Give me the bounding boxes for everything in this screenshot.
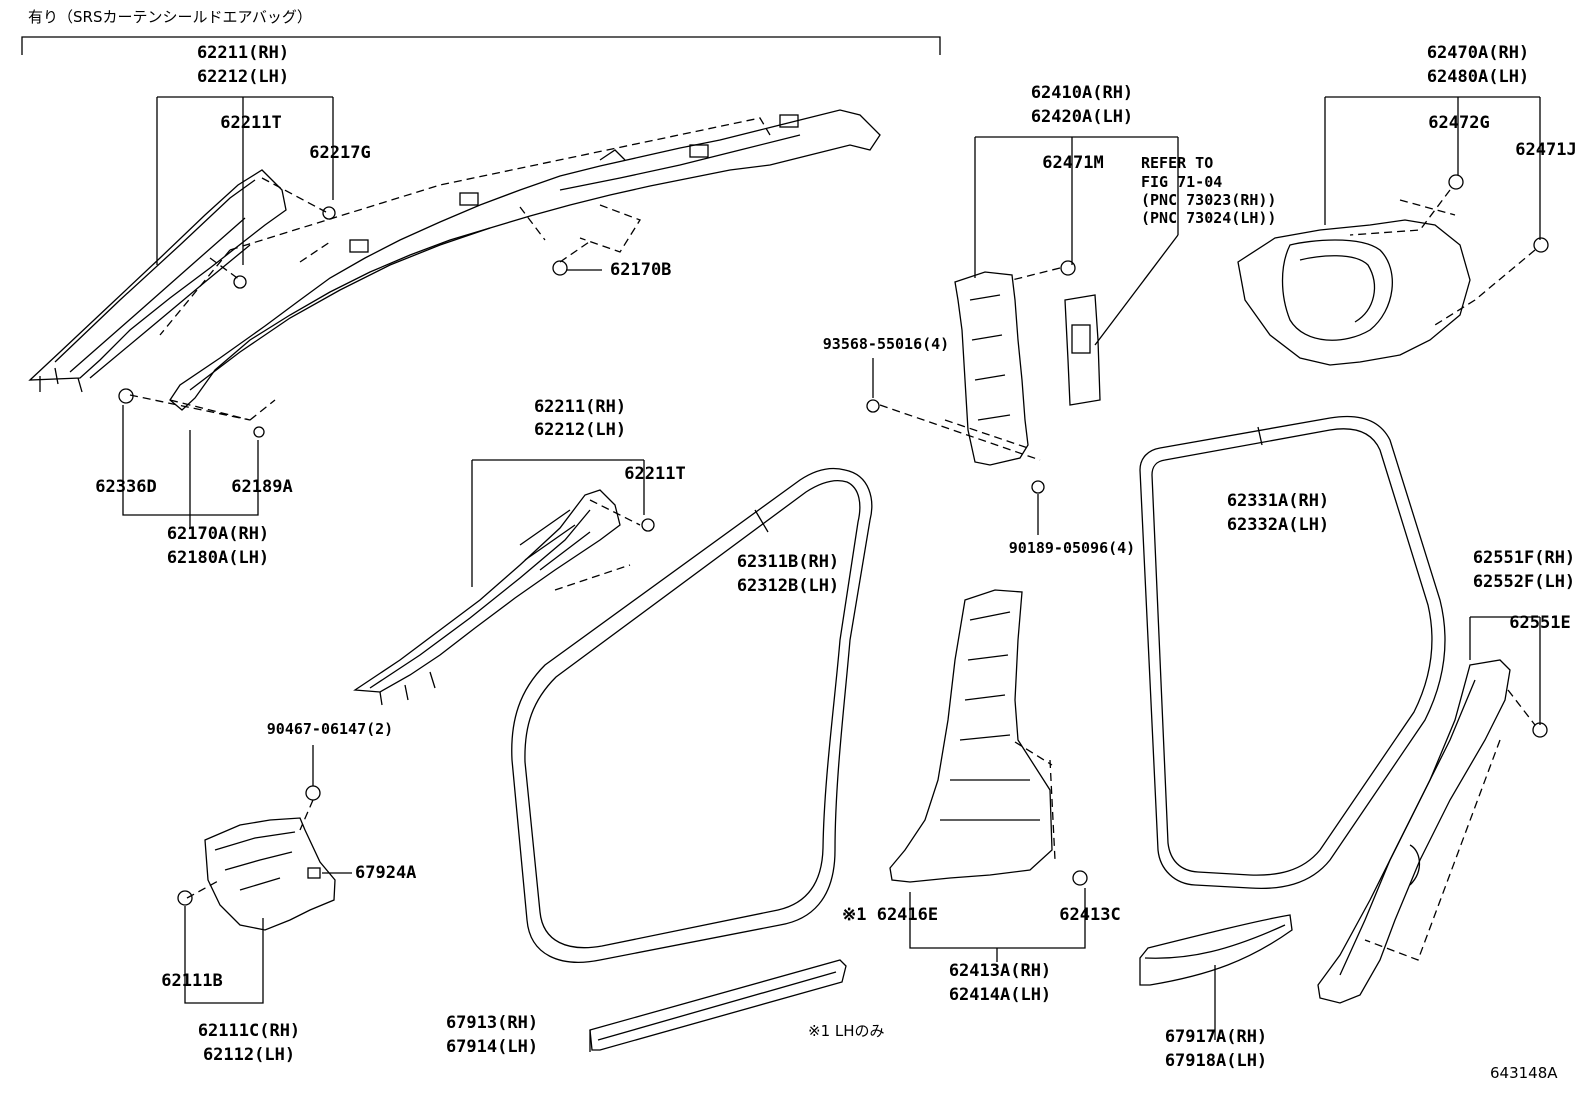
refer-line-4[interactable]: (PNC 73024(LH)) bbox=[1141, 209, 1277, 227]
part-62470a-rh[interactable]: 62470A(RH) bbox=[1426, 43, 1530, 63]
part-67918a-lh[interactable]: 67918A(LH) bbox=[1164, 1051, 1268, 1071]
part-62472g[interactable]: 62472G bbox=[1428, 113, 1490, 133]
part-62336d[interactable]: 62336D bbox=[95, 477, 157, 497]
refer-line-1: REFER TO bbox=[1141, 154, 1214, 172]
part-62211t-mid[interactable]: 62211T bbox=[624, 464, 686, 484]
part-90467-06147[interactable]: 90467-06147(2) bbox=[266, 720, 394, 738]
curtain-shield-airbag-rail bbox=[169, 109, 881, 411]
part-62552f-lh[interactable]: 62552F(LH) bbox=[1472, 572, 1576, 592]
part-62211t-top[interactable]: 62211T bbox=[220, 113, 282, 133]
part-62189a[interactable]: 62189A bbox=[231, 477, 293, 497]
part-90189-05096[interactable]: 90189-05096(4) bbox=[1008, 539, 1136, 557]
part-62311b-rh[interactable]: 62311B(RH) bbox=[736, 552, 840, 572]
rear-scuff-plate bbox=[1139, 914, 1293, 986]
part-62170b[interactable]: 62170B bbox=[610, 260, 672, 280]
part-62420a-lh[interactable]: 62420A(LH) bbox=[1030, 107, 1134, 127]
part-67917a-rh[interactable]: 67917A(RH) bbox=[1164, 1027, 1268, 1047]
part-67914-lh[interactable]: 67914(LH) bbox=[445, 1037, 539, 1057]
roof-side-inner-garnish bbox=[1237, 219, 1471, 366]
front-scuff-plate bbox=[589, 959, 847, 1052]
part-62551e[interactable]: 62551E bbox=[1509, 613, 1571, 633]
footnote-lh-only: ※1 LHのみ bbox=[808, 1022, 885, 1040]
part-62331a-rh[interactable]: 62331A(RH) bbox=[1226, 491, 1330, 511]
part-62416e[interactable]: ※1 62416E bbox=[842, 905, 939, 925]
part-62212-lh-mid[interactable]: 62212(LH) bbox=[533, 420, 627, 440]
center-pillar-garnish-upper bbox=[954, 271, 1029, 466]
seat-belt-adjuster bbox=[1064, 294, 1101, 406]
refer-line-3[interactable]: (PNC 73023(RH)) bbox=[1141, 191, 1277, 209]
part-67913-rh[interactable]: 67913(RH) bbox=[445, 1013, 539, 1033]
part-62413c[interactable]: 62413C bbox=[1059, 905, 1121, 925]
a-pillar-garnish-upper bbox=[28, 169, 287, 393]
part-62480a-lh[interactable]: 62480A(LH) bbox=[1426, 67, 1530, 87]
part-62111c-rh[interactable]: 62111C(RH) bbox=[197, 1021, 301, 1041]
part-62212-lh-top[interactable]: 62212(LH) bbox=[196, 67, 290, 87]
part-62111b[interactable]: 62111B bbox=[161, 971, 223, 991]
front-door-weatherstrip bbox=[511, 467, 873, 963]
quarter-pillar-garnish bbox=[1317, 659, 1511, 1004]
part-62211-rh-top[interactable]: 62211(RH) bbox=[196, 43, 290, 63]
part-62112-lh[interactable]: 62112(LH) bbox=[202, 1045, 296, 1065]
part-62471m[interactable]: 62471M bbox=[1042, 153, 1104, 173]
part-62312b-lh[interactable]: 62312B(LH) bbox=[736, 576, 840, 596]
rear-door-weatherstrip bbox=[1139, 415, 1446, 890]
part-62170a-rh[interactable]: 62170A(RH) bbox=[166, 524, 270, 544]
part-62413a-rh[interactable]: 62413A(RH) bbox=[948, 961, 1052, 981]
part-67924a[interactable]: 67924A bbox=[355, 863, 417, 883]
header-note: 有り（SRSカーテンシールドエアバッグ） bbox=[28, 8, 312, 26]
part-62414a-lh[interactable]: 62414A(LH) bbox=[948, 985, 1052, 1005]
figure-id: 643148A bbox=[1490, 1064, 1558, 1082]
part-62551f-rh[interactable]: 62551F(RH) bbox=[1472, 548, 1576, 568]
part-62217g[interactable]: 62217G bbox=[309, 143, 371, 163]
part-93568-55016[interactable]: 93568-55016(4) bbox=[822, 335, 950, 353]
part-62180a-lh[interactable]: 62180A(LH) bbox=[166, 548, 270, 568]
part-62332a-lh[interactable]: 62332A(LH) bbox=[1226, 515, 1330, 535]
a-pillar-garnish-lower bbox=[353, 489, 621, 706]
header-bracket bbox=[21, 36, 941, 55]
part-62410a-rh[interactable]: 62410A(RH) bbox=[1030, 83, 1134, 103]
refer-line-2: FIG 71-04 bbox=[1141, 173, 1223, 191]
part-62471j[interactable]: 62471J bbox=[1515, 140, 1577, 160]
part-62211-rh-mid[interactable]: 62211(RH) bbox=[533, 397, 627, 417]
cowl-side-trim bbox=[204, 817, 336, 931]
center-pillar-garnish-lower bbox=[889, 589, 1053, 883]
